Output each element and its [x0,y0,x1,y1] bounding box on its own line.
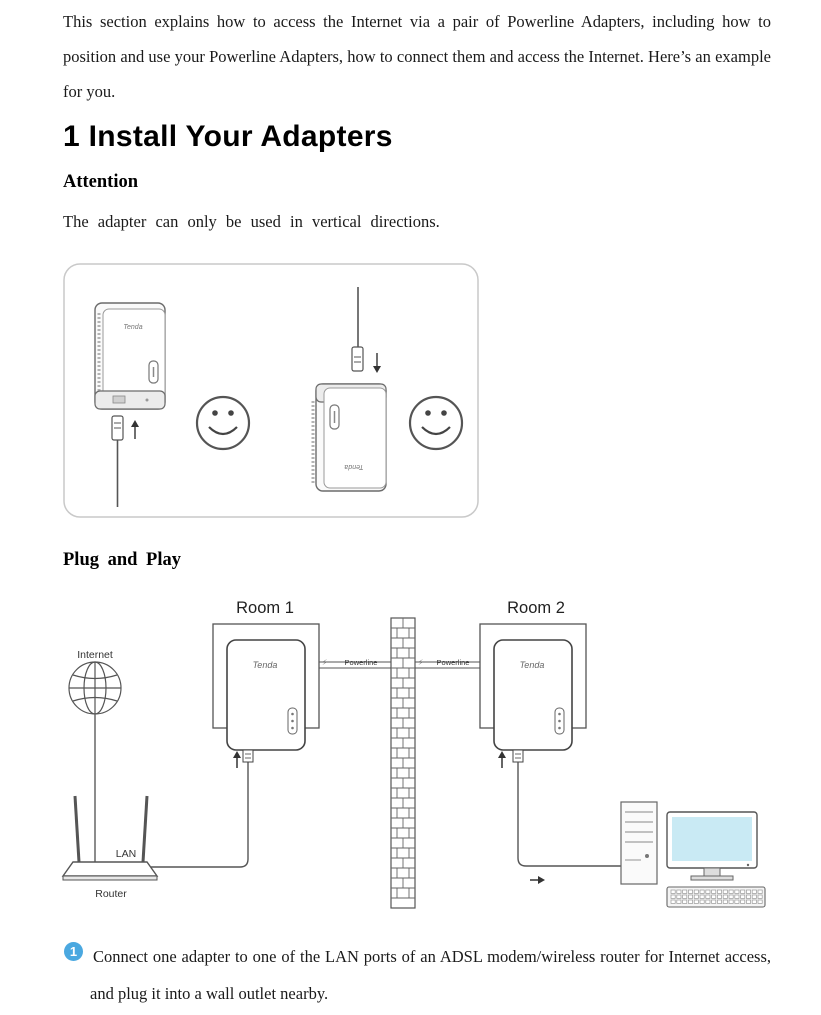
tenda-logo: Tenda [123,324,142,331]
router-label: Router [95,888,127,900]
svg-text:Tenda: Tenda [520,660,545,670]
powerline-adapter-2: Tenda [494,640,572,762]
room2-label: Room 2 [507,599,565,617]
pc-tower-illustration [621,802,657,884]
powerline-adapter-1: Tenda [227,640,305,762]
attention-heading: Attention [63,172,138,193]
tenda-logo: Tenda [253,660,278,670]
step-1: 1 Connect one adapter to one of the LAN … [63,938,771,1012]
powerline-label-right: Powerline [437,658,470,667]
intro-paragraph: This section explains how to access the … [63,4,771,109]
smiley-icon [410,397,462,449]
smiley-icon [197,397,249,449]
svg-text:⚡: ⚡ [418,658,424,667]
plug-and-play-heading: Plug and Play [63,550,181,571]
step-1-text: Connect one adapter to one of the LAN po… [63,938,771,1012]
lan-label: LAN [116,848,136,860]
svg-text:Tenda: Tenda [344,463,363,470]
internet-label: Internet [77,649,113,661]
globe-icon [69,662,121,714]
keyboard-illustration [667,887,765,907]
powerline-label-left: Powerline [345,658,378,667]
attention-text: The adapter can only be used in vertical… [63,212,440,232]
monitor-illustration [667,812,757,880]
section-heading: 1 Install Your Adapters [63,120,393,154]
router-illustration [63,796,157,880]
step-number-badge: 1 [64,942,83,961]
room1-label: Room 1 [236,599,294,617]
wall-illustration [391,618,415,908]
svg-text:⚡: ⚡ [322,658,328,667]
network-diagram: Room 1 Room 2 Internet LAN Router Tenda … [55,590,775,920]
orientation-figure: Tenda Tenda [63,263,479,519]
